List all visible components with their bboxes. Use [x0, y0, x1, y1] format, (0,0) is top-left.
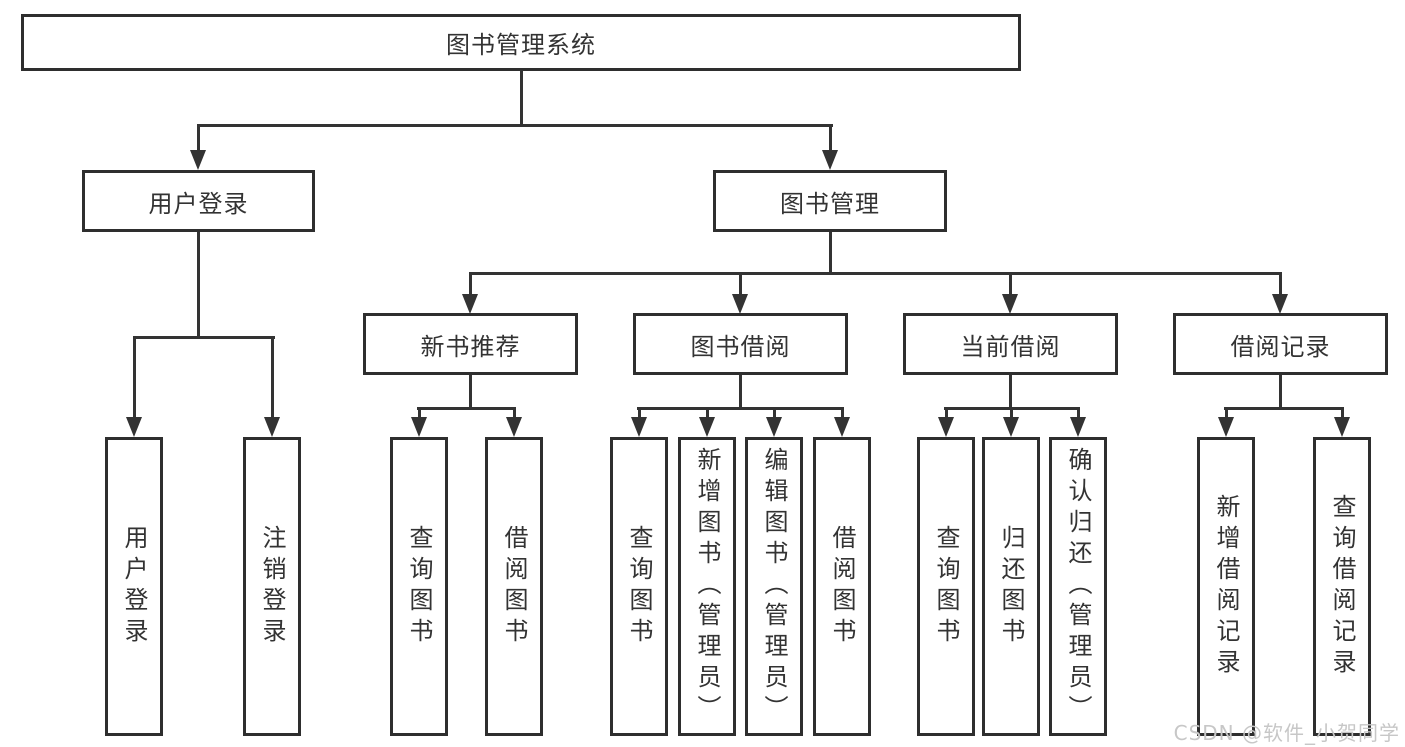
leaf-edit-book-admin: 编辑图书（管理员）: [745, 437, 803, 736]
connector-line: [706, 407, 709, 419]
connector-line: [520, 70, 523, 126]
arrow-down-icon: [1272, 294, 1288, 314]
node-new-book-recommend: 新书推荐: [363, 313, 578, 375]
connector-line: [841, 407, 844, 419]
connector-line: [638, 407, 641, 419]
arrow-down-icon: [1070, 417, 1086, 437]
connector-line: [417, 407, 516, 410]
leaf-add-book-admin: 新增图书（管理员）: [678, 437, 736, 736]
watermark: CSDN @软件_小贺同学: [1173, 721, 1400, 745]
node-library-system: 图书管理系统: [21, 14, 1021, 71]
leaf-confirm-return-admin: 确认归还（管理员）: [1049, 437, 1107, 736]
node-user-login: 用户登录: [82, 170, 315, 232]
arrow-down-icon: [190, 150, 206, 170]
leaf-query-books-2: 查询图书: [610, 437, 668, 736]
leaf-return-books: 归还图书: [982, 437, 1040, 736]
node-current-borrow: 当前借阅: [903, 313, 1118, 375]
connector-line: [1279, 272, 1282, 296]
arrow-down-icon: [938, 417, 954, 437]
connector-line: [829, 232, 832, 275]
arrow-down-icon: [411, 417, 427, 437]
connector-line: [418, 407, 421, 419]
node-book-management: 图书管理: [713, 170, 947, 232]
arrow-down-icon: [506, 417, 522, 437]
arrow-down-icon: [126, 417, 142, 437]
connector-line: [945, 407, 948, 419]
leaf-query-borrow-record: 查询借阅记录: [1313, 437, 1371, 736]
arrow-down-icon: [462, 294, 478, 314]
connector-line: [829, 124, 832, 152]
arrow-down-icon: [834, 417, 850, 437]
connector-line: [773, 407, 776, 419]
connector-line: [1077, 407, 1080, 419]
connector-line: [271, 336, 274, 419]
node-borrow-records: 借阅记录: [1173, 313, 1388, 375]
connector-line: [1225, 407, 1228, 419]
connector-line: [1009, 272, 1012, 296]
arrow-down-icon: [1334, 417, 1350, 437]
leaf-query-books-3: 查询图书: [917, 437, 975, 736]
connector-line: [1341, 407, 1344, 419]
connector-line: [513, 407, 516, 419]
connector-line: [469, 272, 472, 296]
leaf-user-login: 用户登录: [105, 437, 163, 736]
leaf-borrow-books-1: 借阅图书: [485, 437, 543, 736]
leaf-query-books-1: 查询图书: [390, 437, 448, 736]
connector-line: [1279, 375, 1282, 410]
connector-line: [739, 375, 742, 410]
leaf-logout: 注销登录: [243, 437, 301, 736]
connector-line: [637, 407, 844, 410]
connector-line: [133, 336, 275, 339]
node-book-borrow: 图书借阅: [633, 313, 848, 375]
leaf-borrow-books-2: 借阅图书: [813, 437, 871, 736]
connector-line: [739, 272, 742, 296]
connector-line: [197, 232, 200, 339]
arrow-down-icon: [631, 417, 647, 437]
connector-line: [133, 336, 136, 419]
leaf-add-borrow-record: 新增借阅记录: [1197, 437, 1255, 736]
connector-line: [197, 124, 200, 152]
arrow-down-icon: [766, 417, 782, 437]
arrow-down-icon: [1218, 417, 1234, 437]
arrow-down-icon: [1003, 417, 1019, 437]
connector-line: [469, 272, 1282, 275]
connector-line: [1224, 407, 1344, 410]
arrow-down-icon: [1002, 294, 1018, 314]
arrow-down-icon: [699, 417, 715, 437]
arrow-down-icon: [264, 417, 280, 437]
connector-line: [1010, 407, 1013, 419]
connector-line: [197, 124, 833, 127]
connector-line: [469, 375, 472, 410]
arrow-down-icon: [822, 150, 838, 170]
connector-line: [1009, 375, 1012, 410]
arrow-down-icon: [732, 294, 748, 314]
